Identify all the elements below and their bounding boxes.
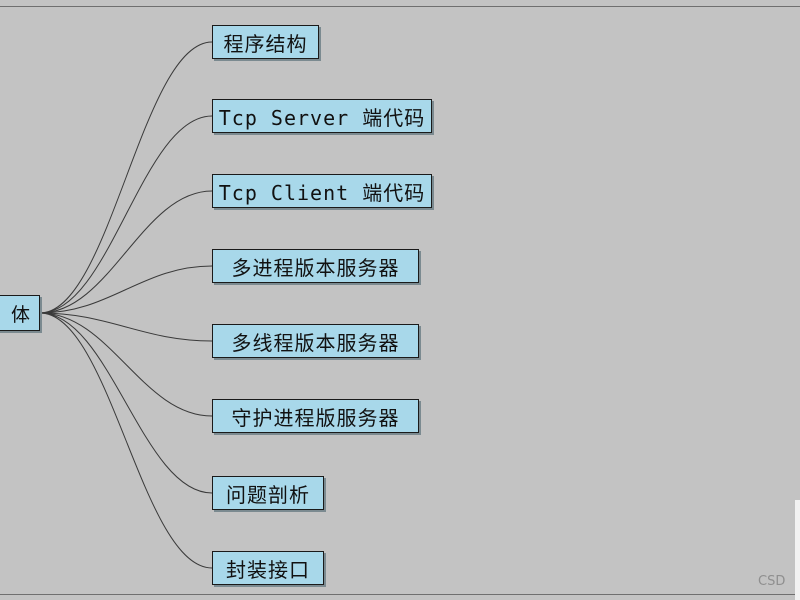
connector-line-7 (39, 312, 213, 569)
branch-node-label: 封装接口 (226, 557, 310, 582)
branch-node-label: 问题剖析 (226, 482, 310, 507)
connector-line-6 (39, 312, 213, 494)
branch-node-multiprocess-server[interactable]: 多进程版本服务器 (212, 249, 419, 283)
connector-line-2 (39, 190, 213, 314)
branch-node-label: Tcp Server 端代码 (218, 105, 426, 130)
connector-line-1 (39, 115, 213, 314)
branch-node-multithread-server[interactable]: 多线程版本服务器 (212, 324, 419, 358)
branch-node-tcp-server-code[interactable]: Tcp Server 端代码 (212, 99, 432, 133)
branch-node-program-structure[interactable]: 程序结构 (212, 25, 319, 59)
connector-line-0 (39, 41, 213, 314)
branch-node-daemon-server[interactable]: 守护进程版服务器 (212, 399, 419, 433)
frame-top-border (0, 6, 800, 7)
branch-node-tcp-client-code[interactable]: Tcp Client 端代码 (212, 174, 432, 208)
branch-node-label: 多线程版本服务器 (231, 330, 400, 355)
watermark-text: CSD (758, 574, 786, 589)
connector-line-3 (39, 265, 213, 314)
root-node[interactable]: 体 (0, 295, 40, 331)
branch-node-label: Tcp Client 端代码 (218, 180, 426, 205)
branch-node-label: 多进程版本服务器 (231, 255, 400, 280)
branch-node-label: 守护进程版服务器 (231, 405, 400, 430)
branch-node-encapsulated-interface[interactable]: 封装接口 (212, 551, 324, 585)
frame-bottom-border (0, 594, 800, 595)
connector-line-4 (39, 312, 213, 342)
watermark-strip (795, 500, 800, 600)
root-node-label: 体 (10, 303, 31, 326)
connector-line-5 (39, 312, 213, 417)
branch-node-label: 程序结构 (223, 31, 308, 56)
branch-node-problem-analysis[interactable]: 问题剖析 (212, 476, 324, 510)
